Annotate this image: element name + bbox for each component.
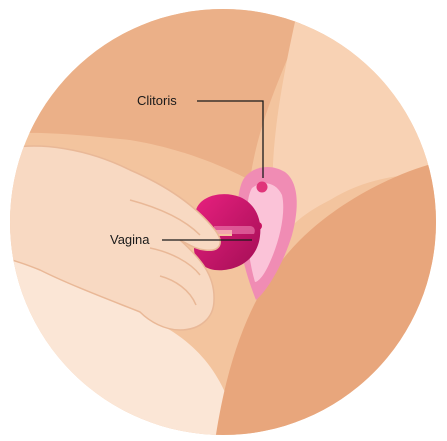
vagina-label: Vagina bbox=[110, 232, 150, 247]
toy-highlight bbox=[214, 226, 255, 234]
clitoris-label: Clitoris bbox=[137, 93, 177, 108]
clitoris-marker bbox=[257, 182, 268, 193]
